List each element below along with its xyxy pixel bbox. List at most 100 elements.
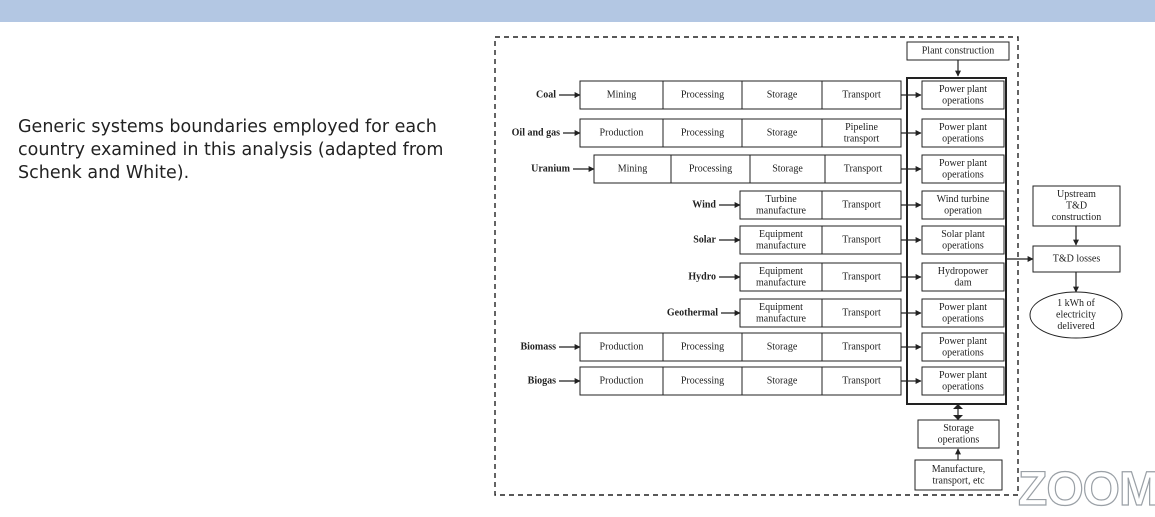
step-biomass-4 — [821, 332, 902, 362]
source-label-hydro: Hydro — [688, 272, 716, 283]
step-biogas-3-label: Storage — [767, 376, 798, 387]
step-solar-1-label: manufacture — [756, 240, 807, 251]
step-coal-4 — [821, 80, 902, 110]
operations-box-uranium-label: Power plant — [939, 158, 987, 169]
step-uranium-4 — [824, 154, 902, 184]
upstream-td-box-label: Upstream — [1057, 189, 1096, 200]
step-uranium-2 — [670, 154, 751, 184]
step-geothermal-2-label: Transport — [842, 308, 881, 319]
step-oil-and-gas-1-label: Production — [600, 128, 644, 139]
step-coal-1 — [579, 80, 664, 110]
step-oil-and-gas-1 — [579, 118, 664, 148]
operations-box-oil-and-gas — [921, 118, 1005, 148]
step-coal-1-label: Mining — [607, 90, 636, 101]
manufacture-transport-box-label: Manufacture, — [932, 464, 986, 475]
operations-box-uranium — [921, 154, 1005, 184]
step-coal-4-label: Transport — [842, 90, 881, 101]
upstream-td-box-label: construction — [1052, 212, 1101, 223]
zoom-watermark: ZOOM — [1017, 462, 1155, 516]
operations-box-wind-label: operation — [944, 205, 982, 216]
step-biomass-2-label: Processing — [681, 342, 724, 353]
source-label-geothermal: Geothermal — [667, 308, 718, 319]
step-oil-and-gas-3 — [741, 118, 823, 148]
step-geothermal-2 — [821, 298, 902, 328]
step-biogas-1 — [579, 366, 664, 396]
step-biogas-1-label: Production — [600, 376, 644, 387]
operations-box-biomass-label: Power plant — [939, 336, 987, 347]
step-wind-2 — [821, 190, 902, 220]
step-biomass-3-label: Storage — [767, 342, 798, 353]
step-hydro-1-label: manufacture — [756, 277, 807, 288]
source-label-biogas: Biogas — [528, 376, 556, 387]
step-uranium-2-label: Processing — [689, 164, 732, 175]
operations-box-coal-label: operations — [942, 95, 984, 106]
operations-box-coal-label: Power plant — [939, 84, 987, 95]
step-biomass-1-label: Production — [600, 342, 644, 353]
manufacture-transport-box — [914, 459, 1003, 491]
operations-box-oil-and-gas-label: operations — [942, 133, 984, 144]
step-uranium-1 — [593, 154, 672, 184]
step-uranium-3-label: Storage — [772, 164, 803, 175]
operations-box-uranium-label: operations — [942, 169, 984, 180]
operations-group — [906, 77, 1007, 405]
operations-box-biogas-label: operations — [942, 381, 984, 392]
slide-caption: Generic systems boundaries employed for … — [18, 117, 444, 183]
source-label-oil-and-gas: Oil and gas — [512, 128, 560, 139]
step-coal-2 — [662, 80, 743, 110]
step-biogas-2-label: Processing — [681, 376, 724, 387]
operations-box-solar — [921, 225, 1005, 255]
storage-operations-box-label: Storage — [943, 423, 974, 434]
step-solar-2-label: Transport — [842, 235, 881, 246]
system-boundary — [494, 36, 1019, 496]
operations-box-wind — [921, 190, 1005, 220]
step-solar-1 — [739, 225, 823, 255]
operations-box-biogas — [921, 366, 1005, 396]
step-oil-and-gas-3-label: Storage — [767, 128, 798, 139]
step-coal-2-label: Processing — [681, 90, 724, 101]
plant-construction-box-label: Plant construction — [922, 46, 995, 57]
step-biomass-1 — [579, 332, 664, 362]
source-label-solar: Solar — [693, 235, 716, 246]
step-geothermal-1-label: Equipment — [759, 302, 803, 313]
step-biogas-2 — [662, 366, 743, 396]
upstream-td-box-label: T&D — [1066, 201, 1087, 212]
step-biogas-4-label: Transport — [842, 376, 881, 387]
step-oil-and-gas-4 — [821, 118, 902, 148]
source-label-uranium: Uranium — [531, 164, 571, 175]
operations-box-geothermal — [921, 298, 1005, 328]
step-oil-and-gas-2-label: Processing — [681, 128, 724, 139]
step-hydro-2-label: Transport — [842, 272, 881, 283]
step-wind-1-label: Turbine — [765, 194, 797, 205]
delivered-label: electricity — [1056, 310, 1096, 321]
source-label-coal: Coal — [536, 90, 556, 101]
delivered-ellipse — [1029, 291, 1123, 339]
operations-box-solar-label: operations — [942, 240, 984, 251]
step-geothermal-1-label: manufacture — [756, 313, 807, 324]
step-oil-and-gas-4-label: Pipeline — [845, 122, 878, 133]
operations-box-biogas-label: Power plant — [939, 370, 987, 381]
storage-link-heads — [953, 404, 963, 420]
step-biogas-3 — [741, 366, 823, 396]
upstream-td-box — [1032, 185, 1121, 227]
step-biogas-4 — [821, 366, 902, 396]
step-biomass-4-label: Transport — [842, 342, 881, 353]
operations-box-geothermal-label: operations — [942, 313, 984, 324]
step-wind-2-label: Transport — [842, 200, 881, 211]
step-hydro-1 — [739, 262, 823, 292]
step-coal-3-label: Storage — [767, 90, 798, 101]
source-label-biomass: Biomass — [520, 342, 556, 353]
step-biomass-3 — [741, 332, 823, 362]
source-label-wind: Wind — [692, 200, 716, 211]
operations-box-oil-and-gas-label: Power plant — [939, 122, 987, 133]
slide-top-bar — [0, 0, 1155, 22]
storage-operations-box — [917, 419, 1000, 449]
delivered-label: delivered — [1057, 321, 1094, 332]
step-hydro-1-label: Equipment — [759, 266, 803, 277]
operations-box-biomass — [921, 332, 1005, 362]
step-uranium-4-label: Transport — [844, 164, 883, 175]
step-uranium-1-label: Mining — [618, 164, 647, 175]
step-solar-1-label: Equipment — [759, 229, 803, 240]
operations-box-biomass-label: operations — [942, 347, 984, 358]
td-losses-box-label: T&D losses — [1053, 254, 1101, 265]
